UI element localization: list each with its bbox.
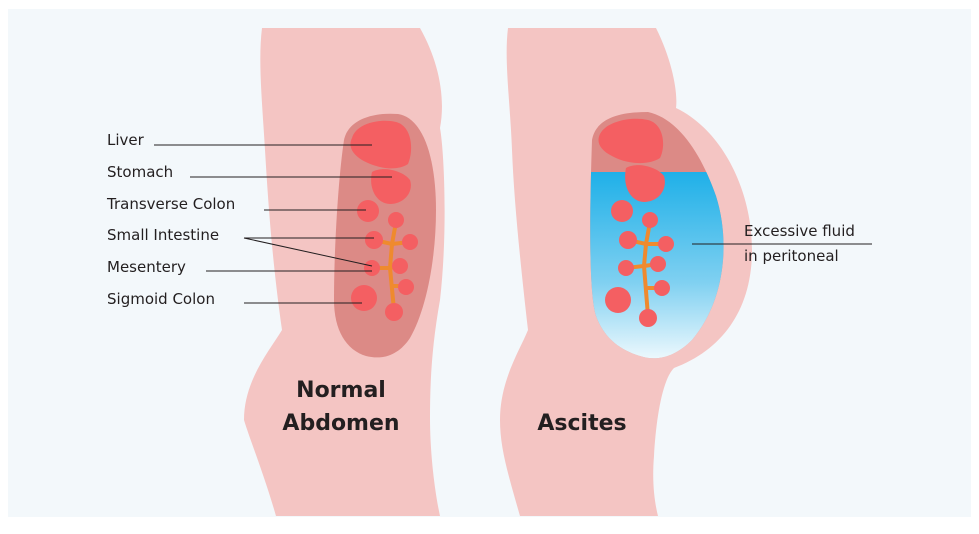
label-sigmoid-colon: Sigmoid Colon xyxy=(107,290,215,308)
label-in-peritoneal: in peritoneal xyxy=(744,247,839,265)
ascites-transverse-colon xyxy=(611,200,633,222)
title-normal-line-2: Abdomen xyxy=(282,411,399,436)
label-liver: Liver xyxy=(107,131,145,149)
normal-intestine-loop xyxy=(364,260,380,276)
normal-transverse-colon xyxy=(357,200,379,222)
normal-intestine-loop xyxy=(402,234,418,250)
ascites-figure xyxy=(500,28,752,516)
normal-abdomen-figure xyxy=(244,28,445,516)
title-ascites: Ascites xyxy=(537,411,626,436)
label-small-intestine: Small Intestine xyxy=(107,226,219,244)
ascites-intestine-loop xyxy=(658,236,674,252)
normal-intestine-loop xyxy=(388,212,404,228)
normal-sigmoid-colon xyxy=(351,285,377,311)
title-normal-line-1: Normal xyxy=(296,378,386,403)
ascites-sigmoid-colon xyxy=(605,287,631,313)
label-mesentery: Mesentery xyxy=(107,258,186,276)
normal-intestine-loop xyxy=(385,303,403,321)
ascites-intestine-loop xyxy=(650,256,666,272)
ascites-intestine-loop xyxy=(654,280,670,296)
ascites-intestine-loop xyxy=(642,212,658,228)
normal-intestine-loop xyxy=(365,231,383,249)
normal-intestine-loop xyxy=(398,279,414,295)
ascites-intestine-loop xyxy=(618,260,634,276)
label-transverse-colon: Transverse Colon xyxy=(106,195,235,213)
ascites-intestine-loop xyxy=(639,309,657,327)
normal-intestine-loop xyxy=(392,258,408,274)
ascites-intestine-loop xyxy=(619,231,637,249)
label-excessive-fluid: Excessive fluid xyxy=(744,222,855,240)
label-stomach: Stomach xyxy=(107,163,173,181)
